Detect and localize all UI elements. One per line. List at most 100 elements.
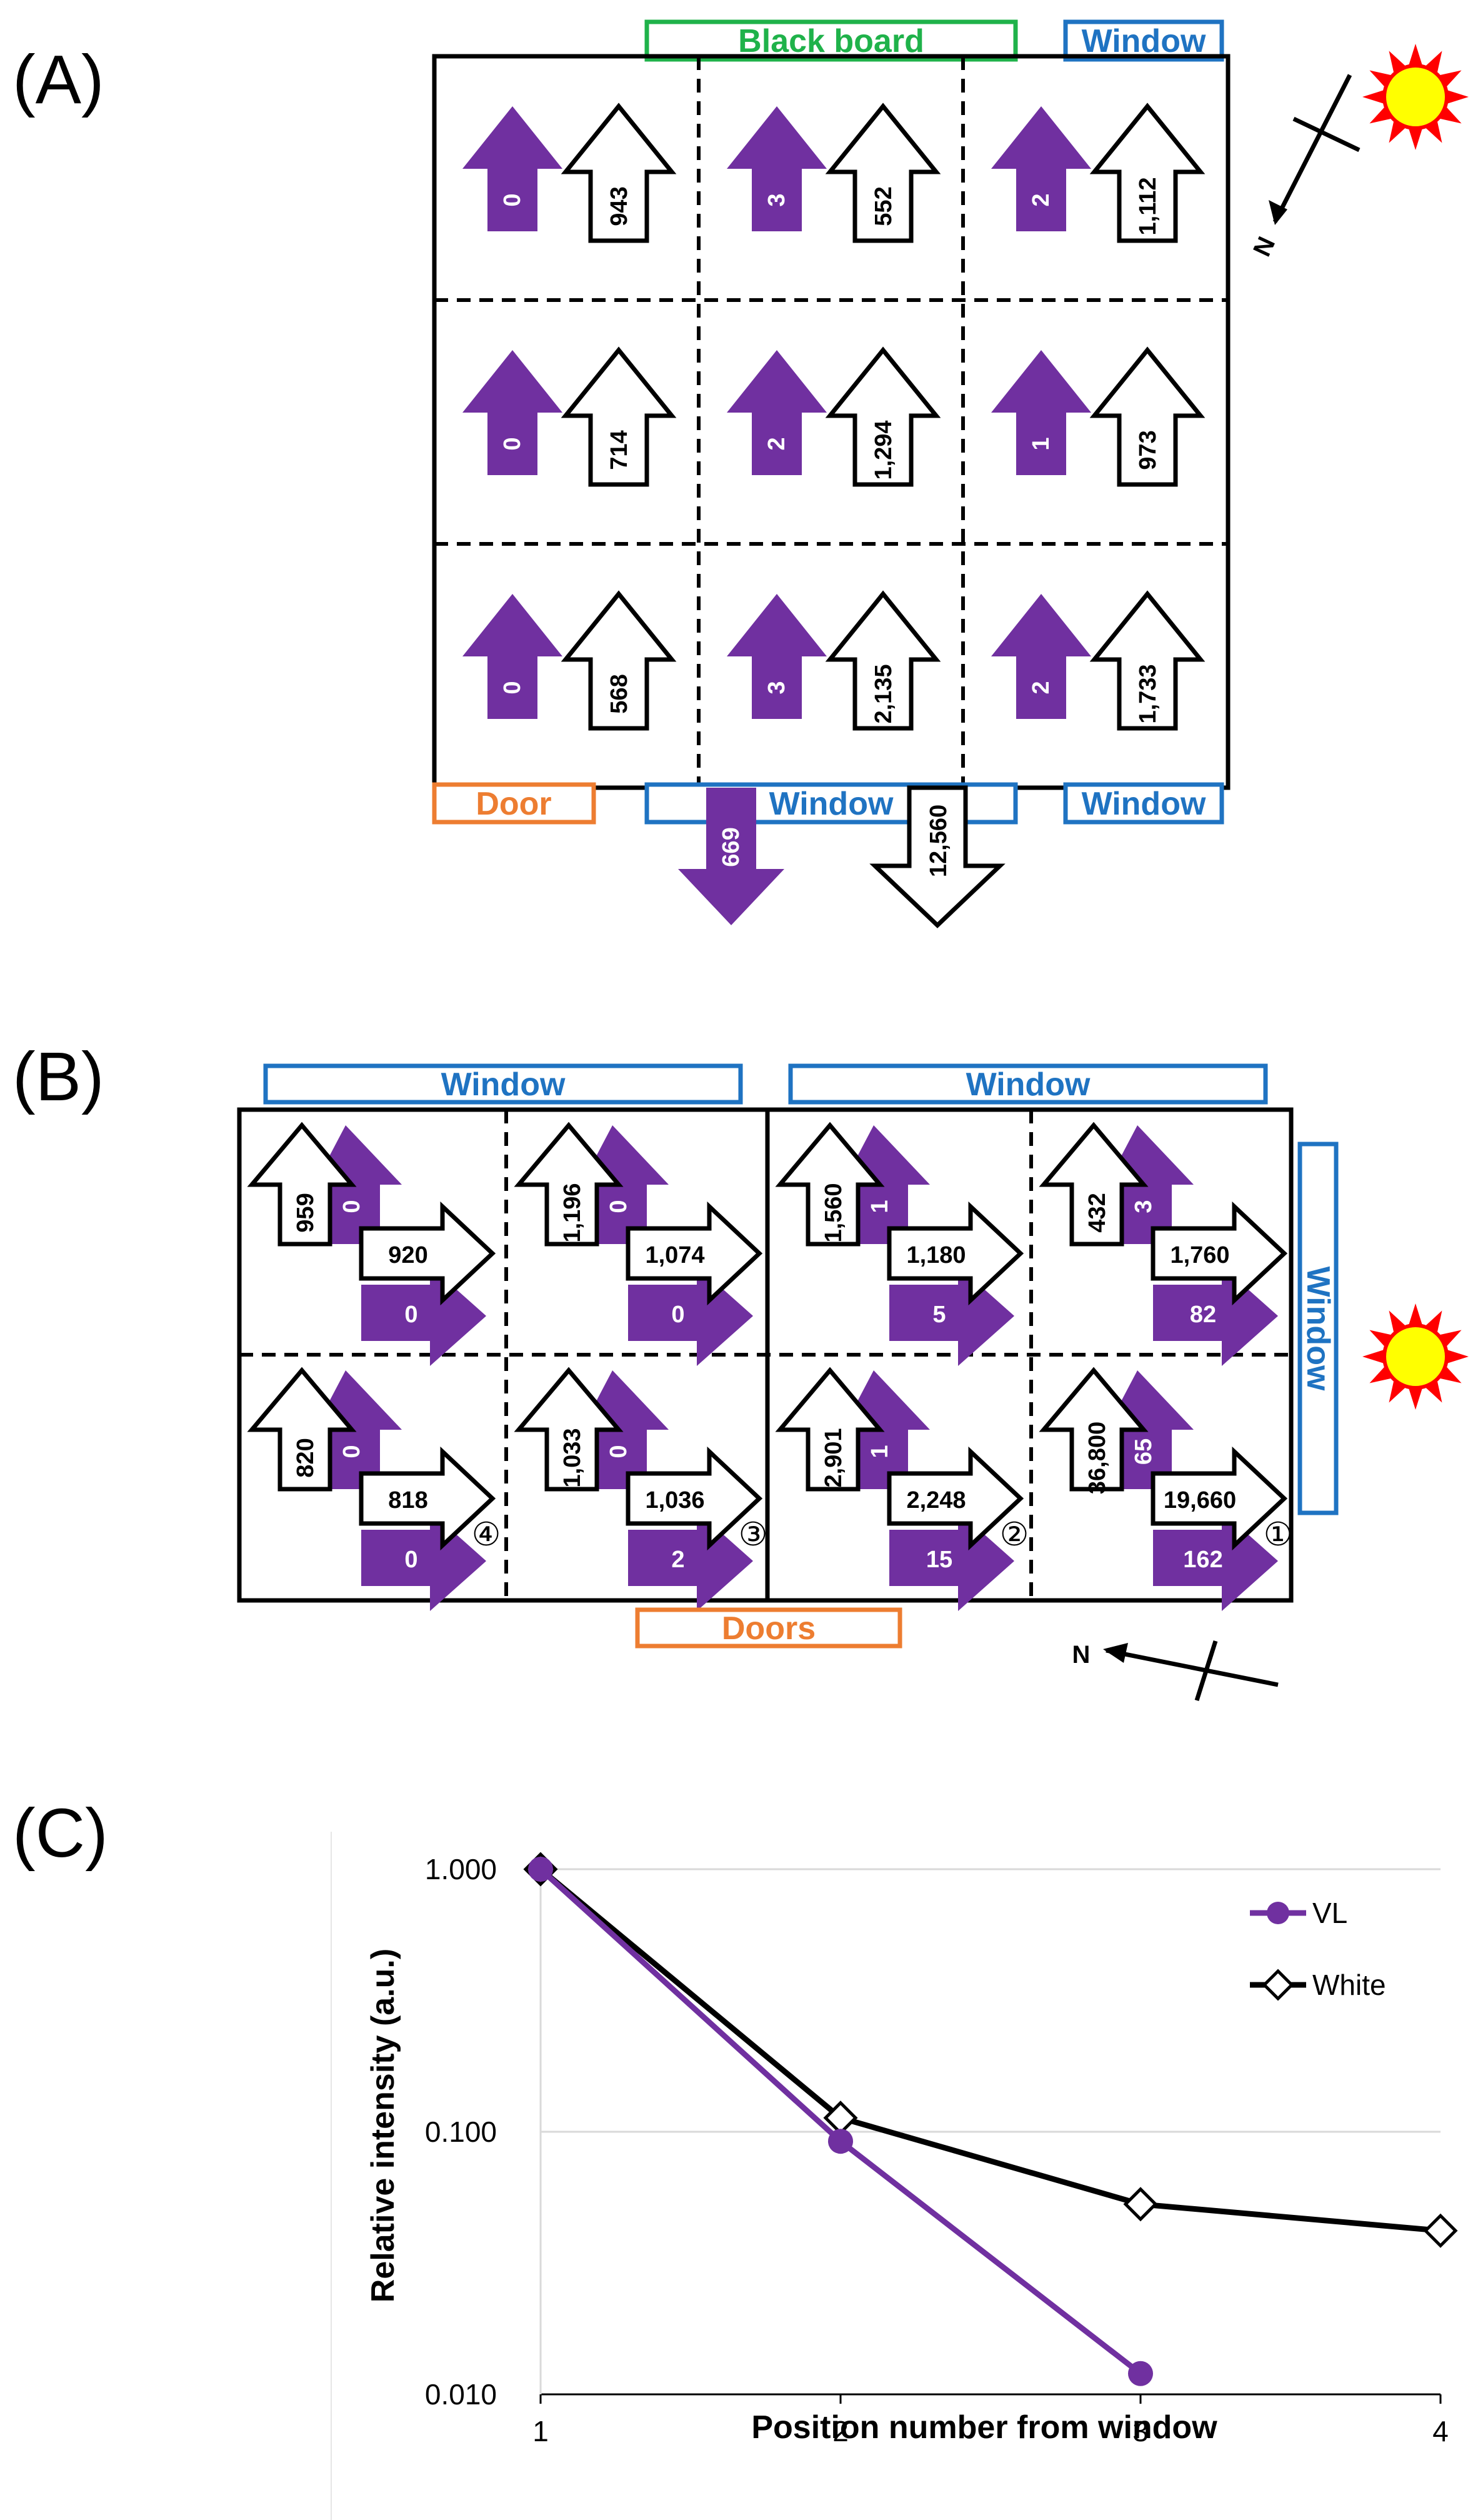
panel-a-label: (A) — [12, 41, 104, 118]
vl-right-value: 0 — [404, 1547, 417, 1573]
vl-arrow: 2 — [727, 350, 827, 475]
white-up-value: 959 — [292, 1193, 319, 1232]
vl-right-value: 0 — [404, 1302, 417, 1328]
outside-white-value: 12,560 — [926, 805, 952, 877]
compass-a: N — [1248, 74, 1361, 261]
vl-arrow: 3 — [727, 594, 827, 719]
cell-b: 1 1,560 5 1,180 — [775, 1122, 1024, 1366]
white-value: 1,112 — [1135, 178, 1161, 236]
vl-right-arrow: 0 — [361, 1511, 486, 1611]
vl-right-value: 82 — [1190, 1302, 1216, 1328]
white-right-arrow: 1,074 — [626, 1201, 763, 1306]
vl-right-value: 2 — [671, 1547, 684, 1573]
white-up-arrow: 820 — [247, 1367, 357, 1492]
vl-value: 2 — [1028, 681, 1054, 694]
vl-arrow: 0 — [462, 106, 562, 231]
white-right-arrow: 2,248 — [887, 1446, 1024, 1551]
vl-up-arrow: 1 — [842, 1125, 930, 1244]
white-right-value: 1,074 — [645, 1242, 704, 1268]
vl-up-value: 0 — [606, 1200, 632, 1213]
vl-up-arrow: 3 — [1106, 1125, 1194, 1244]
window-b-top-right-box — [788, 1063, 1268, 1105]
vl-value: 0 — [499, 681, 526, 694]
white-up-value: 36,800 — [1084, 1422, 1111, 1494]
window-bottom-label: Window — [769, 786, 894, 822]
white-arrow: 943 — [561, 103, 677, 243]
white-right-value: 1,180 — [906, 1242, 966, 1268]
vl-arrow: 2 — [991, 106, 1091, 231]
vl-up-value: 0 — [606, 1445, 632, 1458]
white-right-value: 920 — [388, 1242, 427, 1268]
vl-right-arrow: 5 — [889, 1266, 1014, 1366]
vl-right-value: 15 — [926, 1547, 952, 1573]
white-up-arrow: 36,800 — [1039, 1367, 1149, 1494]
outside-white-arrow: 12,560 — [869, 785, 1006, 928]
white-right-arrow: 1,036 — [626, 1446, 763, 1551]
vl-arrow: 1 — [991, 350, 1091, 475]
blackboard-label: Black board — [738, 23, 924, 59]
cell-a: 3 2,135 — [727, 590, 941, 731]
data-point-white — [1423, 2213, 1458, 2248]
white-up-arrow: 432 — [1039, 1122, 1149, 1247]
outside-vl-arrow: 669 — [678, 788, 784, 925]
white-arrow: 973 — [1089, 346, 1206, 487]
white-up-value: 1,196 — [559, 1183, 586, 1242]
window-b-top-left-box — [263, 1063, 743, 1105]
vl-up-arrow: 0 — [581, 1370, 669, 1489]
vl-up-arrow: 0 — [314, 1125, 402, 1244]
window-bottom-right-box — [1063, 782, 1224, 825]
position-number: ② — [1000, 1516, 1029, 1554]
cell-a: 3 552 — [727, 103, 941, 243]
vl-up-value: 1 — [867, 1445, 893, 1458]
panel-c-label: (C) — [12, 1795, 108, 1872]
vl-up-arrow: 0 — [314, 1370, 402, 1489]
white-right-arrow: 1,180 — [887, 1201, 1024, 1306]
vl-right-value: 5 — [932, 1302, 946, 1328]
white-up-value: 432 — [1084, 1193, 1111, 1232]
window-top-box — [1063, 19, 1224, 62]
vl-up-value: 1 — [867, 1200, 893, 1213]
white-value: 714 — [606, 430, 632, 469]
vl-value: 2 — [764, 437, 790, 450]
vl-right-arrow: 162 — [1153, 1511, 1278, 1611]
white-arrow: 714 — [561, 346, 677, 487]
white-arrow: 568 — [561, 590, 677, 731]
vl-arrow: 3 — [727, 106, 827, 231]
white-value: 2,135 — [871, 664, 897, 723]
white-up-value: 820 — [292, 1438, 319, 1477]
white-up-value: 1,560 — [821, 1183, 847, 1242]
vl-right-arrow: 15 — [889, 1511, 1014, 1611]
vl-right-value: 162 — [1183, 1547, 1222, 1573]
x-tick-label: 4 — [1432, 2415, 1449, 2447]
x-tick-label: 3 — [1132, 2415, 1149, 2447]
vl-right-arrow: 82 — [1153, 1266, 1278, 1366]
legend-label: VL — [1312, 1897, 1347, 1929]
window-b-top-right-label: Window — [966, 1067, 1091, 1103]
vl-up-arrow: 0 — [581, 1125, 669, 1244]
white-right-value: 818 — [388, 1487, 427, 1514]
window-b-top-left-label: Window — [441, 1067, 566, 1103]
doors-box — [635, 1607, 902, 1649]
cell-a: 2 1,112 — [991, 103, 1206, 243]
y-tick-label: 0.010 — [425, 2378, 497, 2411]
position-number: ③ — [739, 1516, 768, 1554]
white-value: 552 — [871, 186, 897, 226]
x-axis-title: Position number from window — [751, 2409, 1217, 2446]
vl-right-arrow: 2 — [628, 1511, 753, 1611]
series-line-white — [539, 1867, 1441, 2234]
vl-value: 2 — [1028, 193, 1054, 206]
x-tick-label: 2 — [832, 2415, 849, 2447]
